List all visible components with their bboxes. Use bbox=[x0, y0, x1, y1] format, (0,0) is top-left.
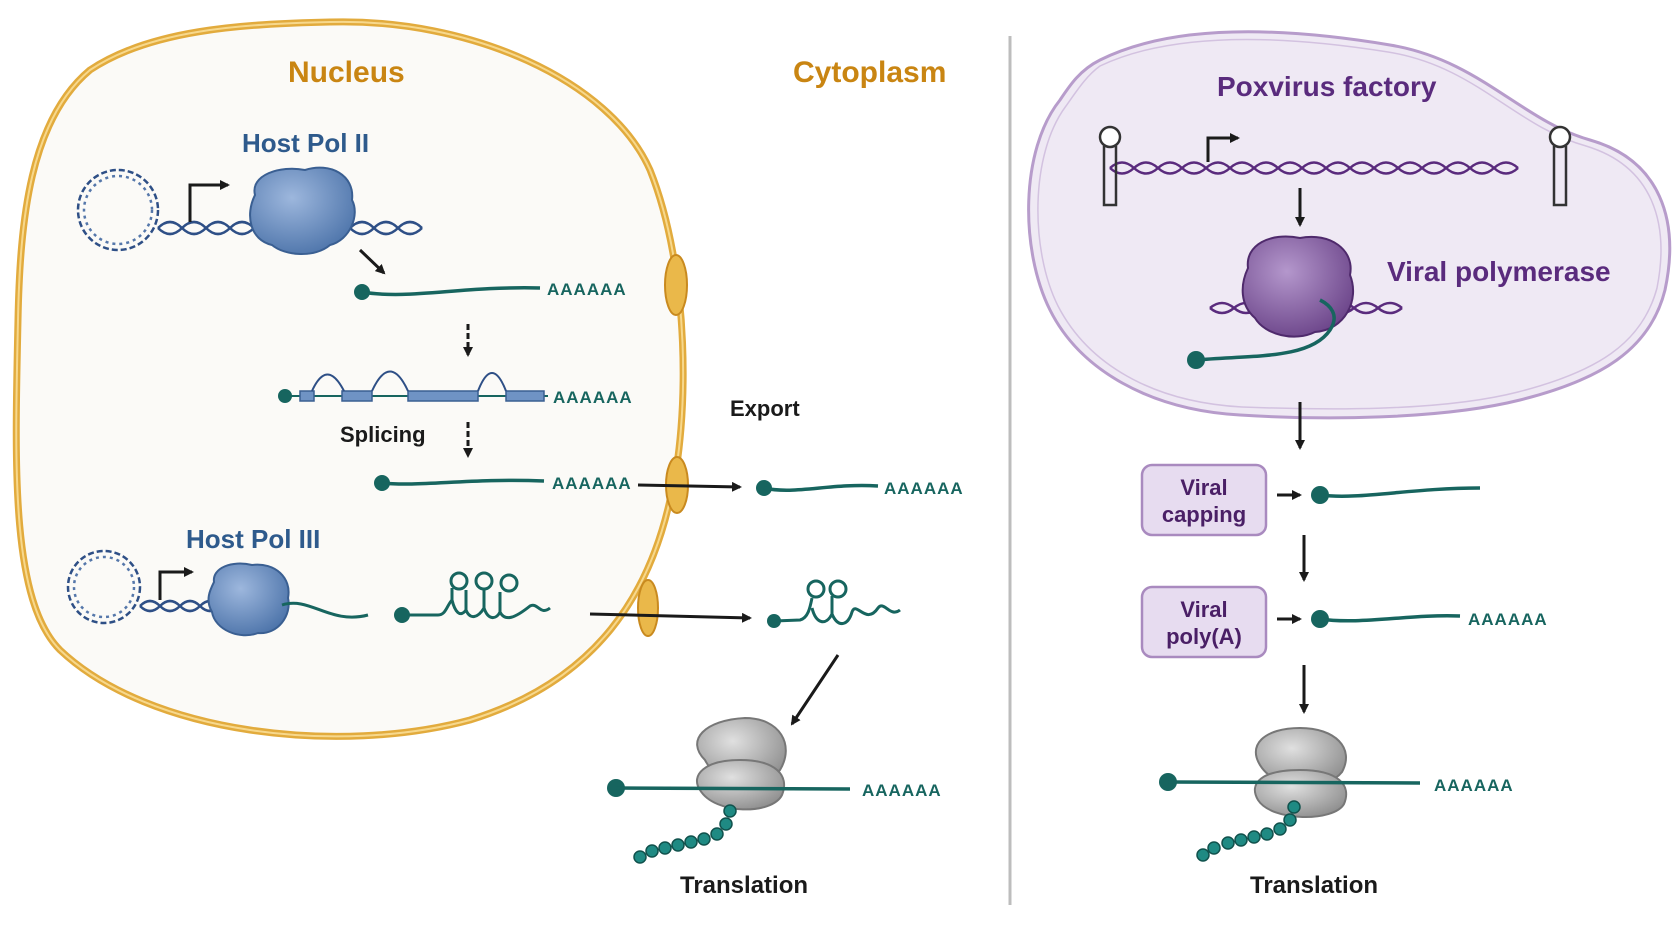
to-translation-arrow bbox=[790, 654, 840, 726]
structured-rna bbox=[402, 588, 551, 620]
exon bbox=[407, 390, 479, 402]
host-plasmid-dna-pol-ii bbox=[76, 168, 160, 252]
nuclear-pores bbox=[637, 254, 689, 637]
nuclear-pore bbox=[637, 579, 659, 637]
promoter-arrow-icon bbox=[188, 180, 230, 222]
mature-mrna bbox=[381, 478, 545, 486]
viral-polya-label-2: poly(A) bbox=[1166, 624, 1242, 649]
host-plasmid-dna-pol-iii bbox=[66, 549, 142, 625]
exons bbox=[299, 390, 545, 402]
nuclear-pore bbox=[664, 254, 688, 316]
transcription-arrow bbox=[358, 248, 386, 275]
polyadenylated-mrna bbox=[1319, 614, 1461, 623]
splicing-label: Splicing bbox=[340, 422, 426, 447]
viral-polya-box bbox=[1140, 585, 1268, 659]
poly-a-tail-4: AAAAAA bbox=[884, 479, 964, 498]
nascent-viral-mrna bbox=[1195, 298, 1336, 362]
ribosome-left bbox=[695, 716, 787, 811]
exported-structured-rna bbox=[773, 596, 901, 625]
export-arrow bbox=[637, 481, 742, 492]
exon bbox=[299, 390, 315, 402]
viral-polymerase-label: Viral polymerase bbox=[1387, 256, 1611, 287]
translating-mrna bbox=[615, 786, 851, 791]
viral-genome-dna bbox=[1109, 161, 1519, 175]
pol-iii-transcript bbox=[281, 601, 369, 619]
host-pol-ii-label: Host Pol II bbox=[242, 128, 369, 158]
translation-label-left: Translation bbox=[680, 872, 808, 899]
host-pol-iii-enzyme bbox=[207, 562, 290, 637]
viral-capping-label-1: Viral bbox=[1180, 475, 1227, 500]
translation-label-right: Translation bbox=[1250, 872, 1378, 899]
rna-hairpins bbox=[806, 579, 848, 599]
cytoplasm-label: Cytoplasm bbox=[793, 56, 946, 89]
nucleus-label: Nucleus bbox=[288, 56, 405, 89]
poxvirus-factory bbox=[1027, 30, 1672, 420]
viral-capping-label-2: capping bbox=[1162, 502, 1246, 527]
poly-a-tail-3: AAAAAA bbox=[552, 474, 632, 493]
poly-a-tail-7: AAAAAA bbox=[1434, 776, 1514, 795]
poly-a-tail-1: AAAAAA bbox=[547, 280, 627, 299]
exon bbox=[505, 390, 545, 402]
poly-a-tail-5: AAAAAA bbox=[862, 781, 942, 800]
viral-polymerase-enzyme bbox=[1241, 235, 1355, 338]
host-pol-ii-enzyme bbox=[249, 166, 356, 255]
host-pol-iii-label: Host Pol III bbox=[186, 524, 320, 554]
viral-polya-label-1: Viral bbox=[1180, 597, 1227, 622]
promoter-arrow-icon bbox=[158, 567, 194, 600]
poly-a-tail-2: AAAAAA bbox=[553, 388, 633, 407]
primary-transcript bbox=[361, 286, 541, 297]
peptide-chain bbox=[1196, 800, 1301, 862]
splice-loops bbox=[311, 370, 507, 392]
viral-capping-box bbox=[1140, 463, 1268, 537]
exported-mrna bbox=[763, 483, 879, 492]
poly-a-tail-6: AAAAAA bbox=[1468, 610, 1548, 629]
peptide-chain bbox=[633, 804, 737, 864]
rna-hairpins bbox=[449, 571, 519, 593]
genome-hairpin-ends bbox=[1098, 125, 1572, 207]
exon bbox=[341, 390, 373, 402]
export-arrow bbox=[589, 612, 752, 623]
poxvirus-factory-label: Poxvirus factory bbox=[1217, 71, 1437, 102]
promoter-arrow-icon bbox=[1206, 133, 1240, 162]
capped-mrna bbox=[1319, 486, 1481, 498]
export-label: Export bbox=[730, 396, 800, 421]
translating-viral-mrna bbox=[1167, 780, 1421, 785]
ribosome-right bbox=[1253, 726, 1348, 819]
